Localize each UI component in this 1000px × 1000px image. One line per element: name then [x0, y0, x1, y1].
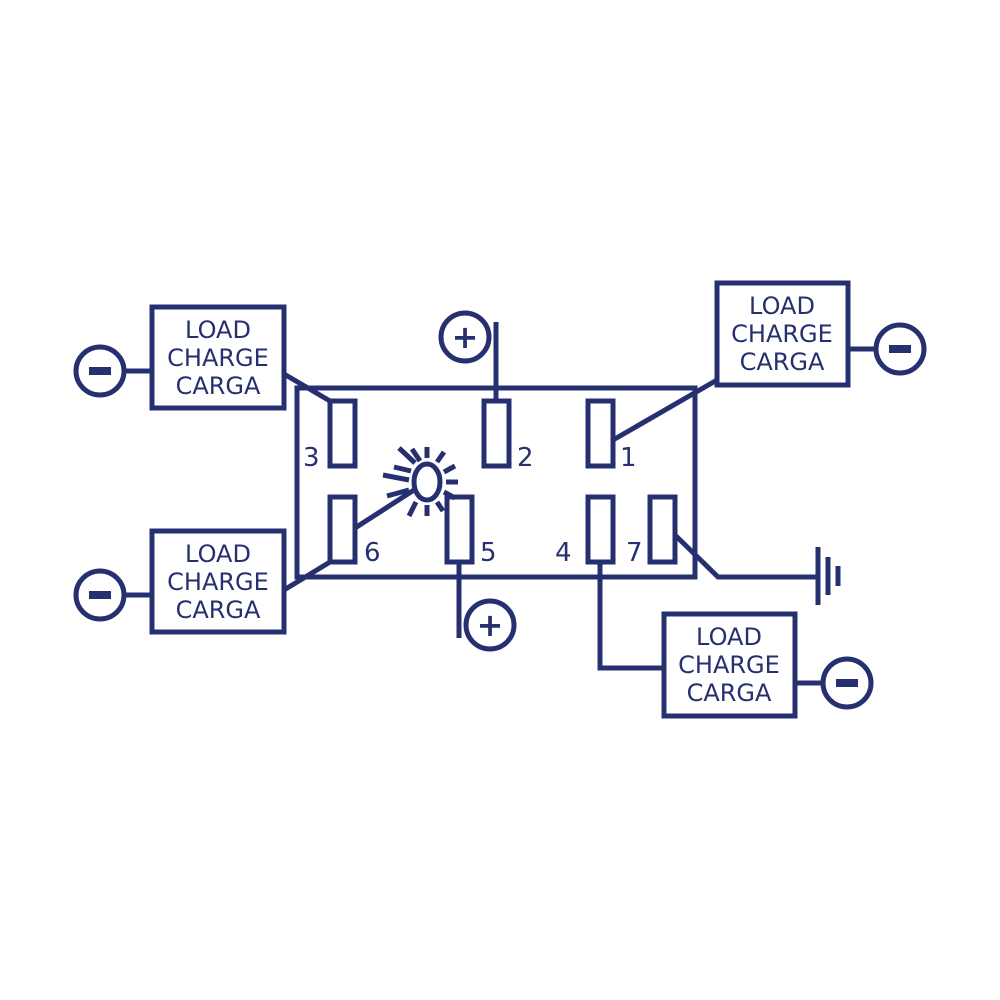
- svg-text:CARGA: CARGA: [176, 596, 261, 624]
- minus-terminal-br: [820, 656, 874, 710]
- minus-terminal-bl: [73, 568, 127, 622]
- terminal-1: [585, 398, 616, 469]
- load-box-bottom-right: LOAD CHARGE CARGA: [661, 611, 798, 719]
- terminal-label-4: 4: [555, 538, 572, 568]
- load-box-top-left: LOAD CHARGE CARGA: [149, 304, 287, 411]
- load-box-bottom-left: LOAD CHARGE CARGA: [149, 528, 287, 635]
- svg-text:CARGA: CARGA: [687, 679, 772, 707]
- lamp-icon: [382, 446, 458, 518]
- svg-text:CHARGE: CHARGE: [678, 651, 780, 679]
- terminal-7: [647, 494, 678, 565]
- svg-text:CHARGE: CHARGE: [731, 320, 833, 348]
- wires: [124, 322, 876, 686]
- svg-text:CHARGE: CHARGE: [167, 344, 269, 372]
- svg-text:CARGA: CARGA: [176, 372, 261, 400]
- svg-text:LOAD: LOAD: [696, 623, 762, 651]
- plus-terminal-bottom: +: [463, 598, 517, 652]
- ground-icon: [815, 547, 841, 605]
- terminal-4: [585, 494, 616, 565]
- terminal-label-5: 5: [480, 538, 497, 568]
- plus-terminal-top: +: [438, 310, 492, 364]
- svg-text:LOAD: LOAD: [185, 316, 251, 344]
- minus-terminal-tr: [873, 322, 927, 376]
- svg-text:LOAD: LOAD: [185, 540, 251, 568]
- svg-text:LOAD: LOAD: [749, 292, 815, 320]
- terminal-label-6: 6: [364, 538, 381, 568]
- terminal-3: [327, 398, 358, 469]
- svg-text:CARGA: CARGA: [740, 348, 825, 376]
- minus-terminal-tl: [73, 344, 127, 398]
- terminals: [327, 398, 678, 565]
- terminal-5: [444, 494, 475, 565]
- terminal-label-1: 1: [620, 443, 637, 473]
- terminal-2: [481, 398, 512, 469]
- svg-text:+: +: [452, 318, 479, 356]
- terminal-label-7: 7: [626, 538, 643, 568]
- terminal-6: [327, 494, 358, 565]
- terminal-label-3: 3: [303, 443, 320, 473]
- svg-text:+: +: [477, 606, 504, 644]
- load-box-top-right: LOAD CHARGE CARGA: [714, 280, 851, 388]
- svg-text:CHARGE: CHARGE: [167, 568, 269, 596]
- terminal-label-2: 2: [517, 443, 534, 473]
